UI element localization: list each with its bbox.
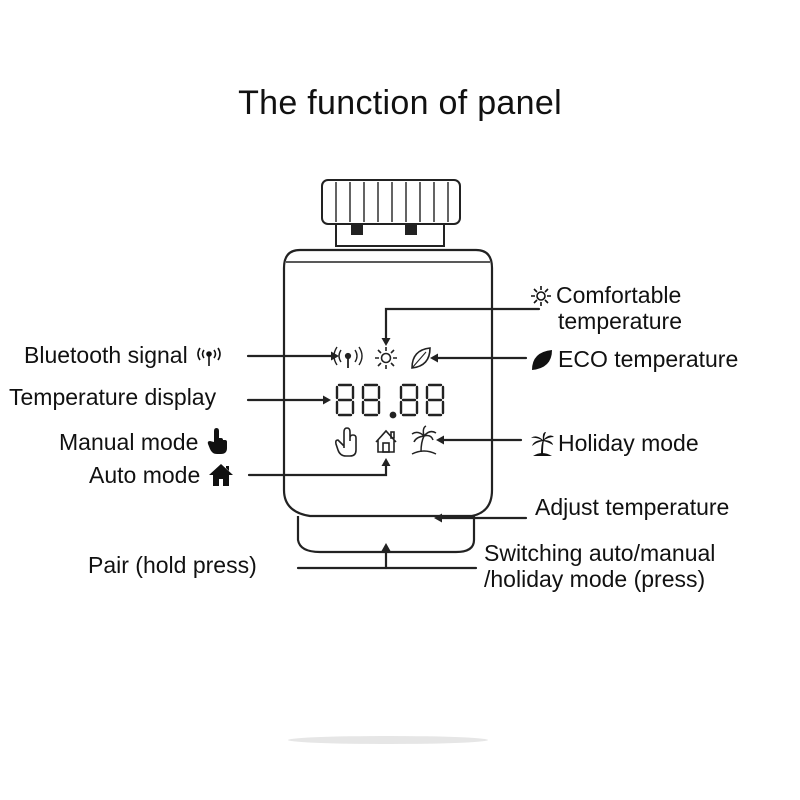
comfortable-label-line-2: temperature: [558, 308, 683, 334]
adjust-temperature-label: Adjust temperature: [535, 494, 730, 520]
eco-label-text: ECO temperature: [558, 346, 739, 372]
auto-label-text: Auto mode: [89, 462, 201, 488]
sun-icon: [531, 286, 551, 306]
panel-house-icon: [375, 429, 397, 453]
switching-mode-label-line-1: Switching auto/manual: [484, 540, 716, 566]
comfortable-label-line-1: Comfortable: [556, 282, 682, 308]
holiday-label-text: Holiday mode: [558, 430, 699, 456]
thermostat-knob: [321, 179, 461, 247]
house-icon: [208, 464, 233, 486]
panel-bluetooth-icon: [333, 346, 363, 368]
bluetooth-label-text: Bluetooth signal: [24, 342, 188, 368]
decimal-point: [389, 411, 397, 419]
panel-title: The function of panel: [238, 84, 562, 122]
manual-label-text: Manual mode: [59, 429, 199, 455]
panel-palm-icon: [411, 425, 437, 455]
adjust-dial-ring[interactable]: [296, 516, 476, 554]
device-shadow: [288, 736, 488, 744]
bluetooth-signal-label: Bluetooth signal: [24, 342, 222, 368]
panel-sun-icon: [375, 347, 397, 369]
switching-mode-label-line-2: /holiday mode (press): [484, 566, 706, 592]
temperature-display-digits: [335, 383, 445, 419]
temperature-display-label: Temperature display: [9, 384, 217, 410]
bluetooth-signal-icon: [197, 347, 221, 366]
holiday-mode-label: Holiday mode: [530, 430, 699, 456]
comfortable-temperature-label: Comfortable: [530, 282, 681, 308]
thermostat-body: [282, 248, 494, 518]
auto-mode-label: Auto mode: [89, 462, 233, 488]
panel-leaf-icon: [411, 347, 431, 369]
eco-temperature-label: ECO temperature: [530, 346, 738, 372]
leader-arrowheads: [323, 338, 444, 551]
manual-mode-label: Manual mode: [59, 428, 229, 455]
palm-tree-icon: [531, 432, 554, 456]
pair-label: Pair (hold press): [88, 552, 257, 578]
leaf-icon: [532, 350, 552, 370]
leader-lines: [246, 307, 541, 570]
panel-hand-icon: [334, 427, 357, 457]
hand-pointer-icon: [207, 428, 227, 454]
